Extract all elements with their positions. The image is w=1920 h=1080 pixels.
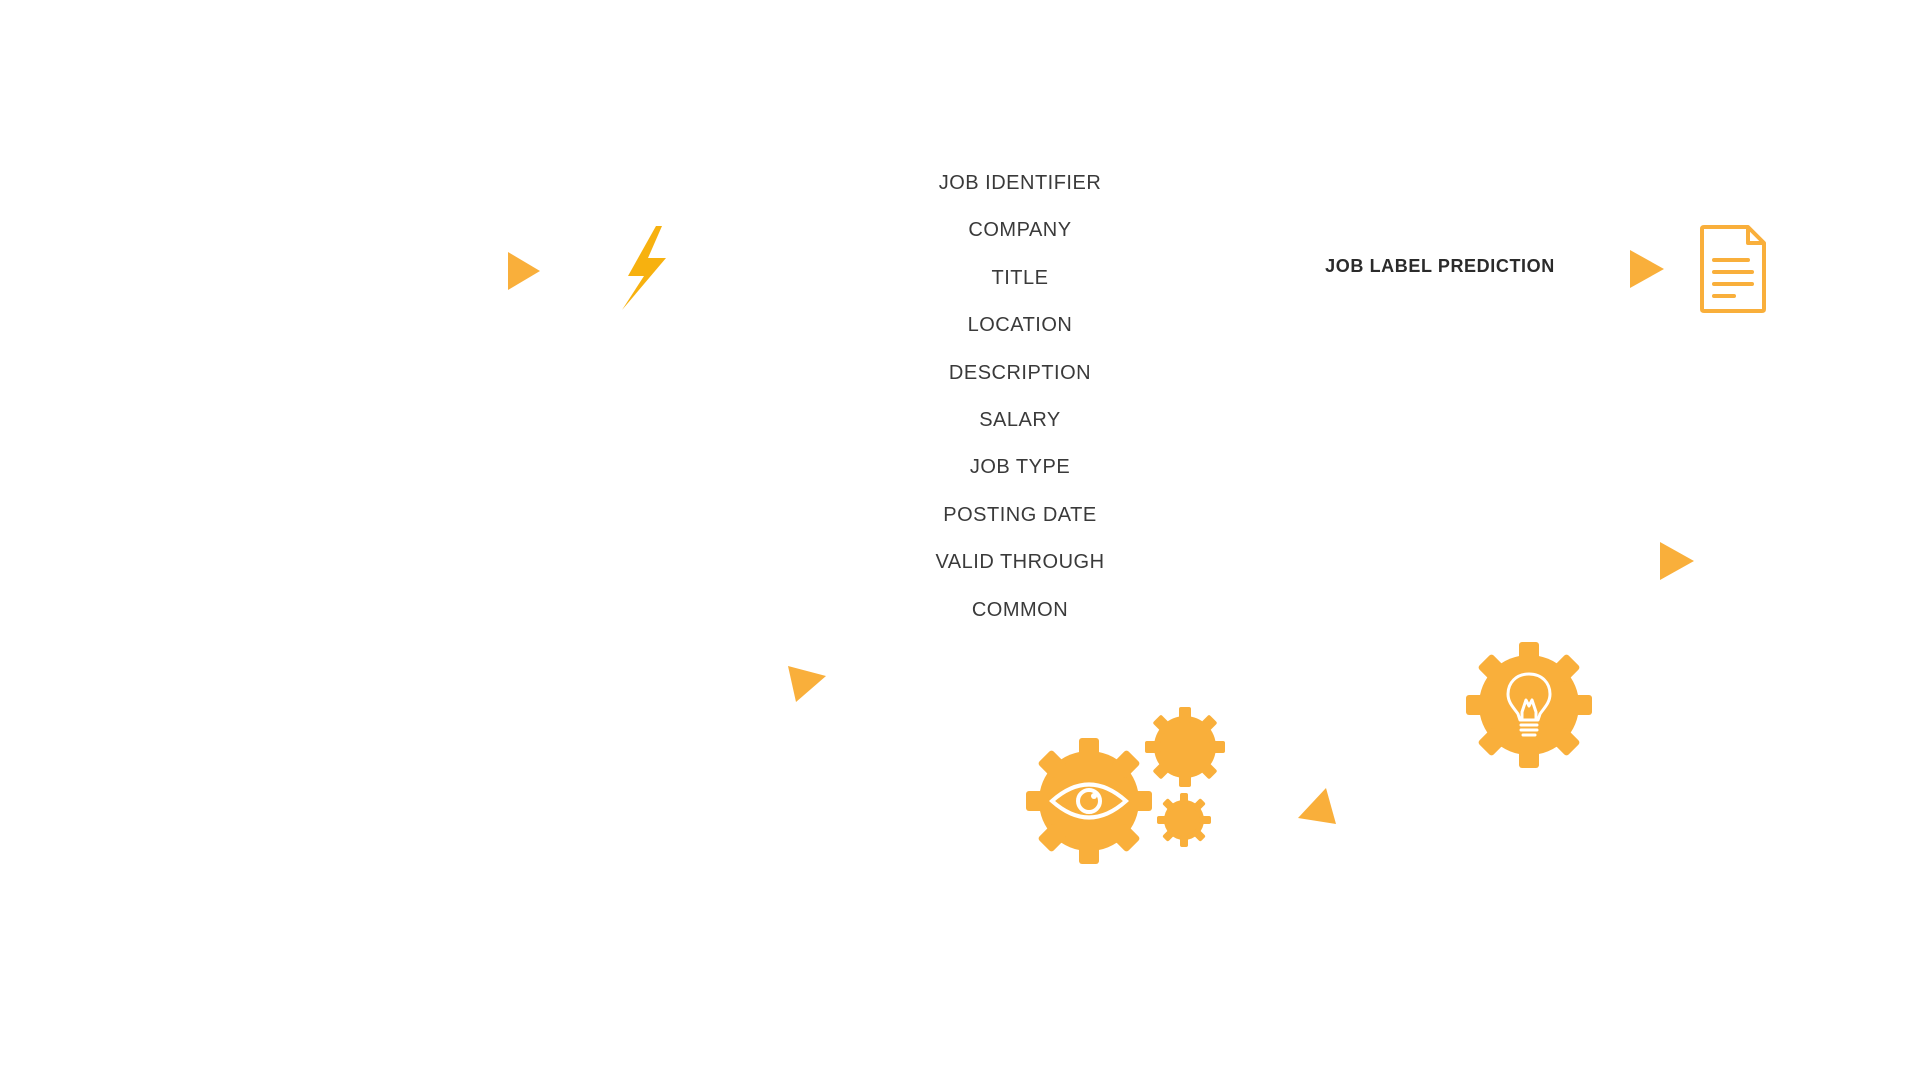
document-icon xyxy=(1700,225,1766,313)
field-location: LOCATION xyxy=(967,314,1073,337)
field-title: TITLE xyxy=(991,266,1049,289)
small-gear-icon xyxy=(1145,707,1225,787)
arrow-triangle-icon xyxy=(1630,250,1664,288)
lightning-bolt-icon xyxy=(622,226,666,310)
field-job-identifier: JOB IDENTIFIER xyxy=(938,172,1102,194)
arrow-triangle-icon xyxy=(1298,788,1336,824)
lightbulb-gear-icon xyxy=(1466,642,1592,768)
arrow-triangle-icon xyxy=(1660,542,1694,580)
field-salary: SALARY xyxy=(979,408,1061,431)
field-job-type: JOB TYPE xyxy=(969,456,1071,479)
input-field-list: JOB IDENTIFIER COMPANY TITLE LOCATION DE… xyxy=(860,160,1180,634)
arrow-triangle-icon xyxy=(788,666,826,702)
field-valid-through: VALID THROUGH xyxy=(935,551,1105,574)
field-posting-date: POSTING DATE xyxy=(943,503,1097,526)
small-gear-icon xyxy=(1157,793,1211,847)
eye-gear-icon xyxy=(1026,738,1152,864)
field-company: COMPANY xyxy=(968,219,1072,242)
job-label-prediction: JOB LABEL PREDICTION xyxy=(1325,256,1555,276)
field-common: COMMON xyxy=(971,598,1069,621)
arrow-triangle-icon xyxy=(508,252,540,290)
field-description: DESCRIPTION xyxy=(948,361,1092,384)
